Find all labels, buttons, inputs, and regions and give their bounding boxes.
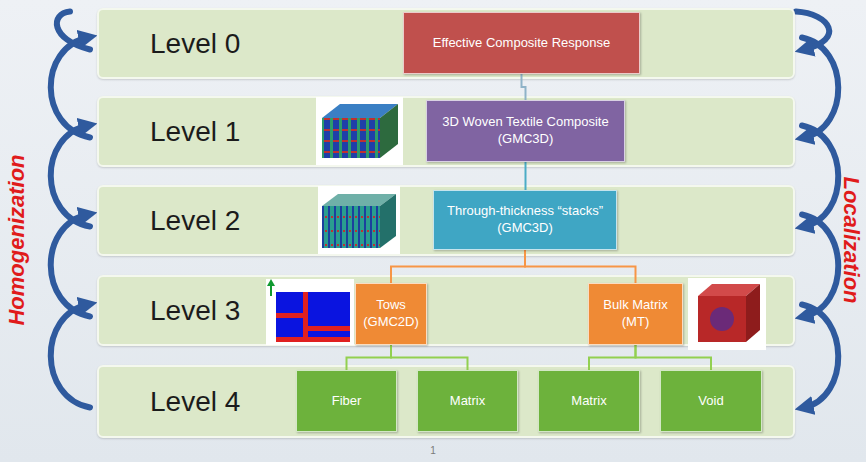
- homogenization-arrow: [51, 305, 90, 408]
- localization-arrow: [796, 12, 829, 50]
- localization-arrow: [802, 305, 838, 408]
- tree-connector: [391, 250, 525, 283]
- void-cell-picture: [688, 278, 766, 350]
- level-label: Level 2: [150, 205, 240, 237]
- box-text: Tows (GMC2D): [363, 297, 419, 331]
- tow-box: Tows (GMC2D): [355, 283, 427, 345]
- process-label: Localization: [838, 176, 864, 303]
- tree-connector: [589, 345, 636, 370]
- tree-connector: [636, 345, 712, 370]
- homogenization-arrow: [51, 38, 90, 138]
- stack-picture: [318, 186, 400, 254]
- tree-connector: [347, 345, 392, 370]
- localization-arrow: [802, 215, 838, 317]
- level-band: Level 1 3D Woven Textile Composite (GMC3D…: [97, 96, 795, 167]
- page-number: 1: [430, 445, 436, 456]
- box-text: Void: [698, 393, 723, 410]
- tree-connector: [522, 74, 526, 100]
- level-label: Level 3: [150, 295, 240, 327]
- constituent-box: Matrix: [417, 370, 518, 432]
- level-label: Level 1: [150, 116, 240, 148]
- tree-connector: [525, 162, 527, 190]
- constituent-box: Void: [660, 370, 762, 432]
- localization-arrow: [802, 126, 838, 227]
- tree-connector: [525, 250, 636, 283]
- tow-picture: [266, 279, 354, 345]
- tree-connector: [391, 345, 468, 370]
- stack-box: Through-thickness “stacks” (GMC3D): [433, 190, 617, 250]
- box-text: Through-thickness “stacks” (GMC3D): [442, 203, 608, 237]
- homogenization-arrow: [51, 126, 90, 227]
- level-band: Level 2 Through-thickness “stacks” (GMC3D…: [97, 185, 795, 256]
- process-label: Homogenization: [4, 154, 30, 325]
- matrix-box: Bulk Matrix (MT): [588, 283, 683, 345]
- box-text: Effective Composite Response: [433, 35, 611, 52]
- response-box: Effective Composite Response: [403, 12, 640, 74]
- box-text: Matrix: [571, 393, 606, 410]
- constituent-box: Matrix: [538, 370, 640, 432]
- box-text: Bulk Matrix (MT): [597, 297, 674, 331]
- box-text: Matrix: [450, 393, 485, 410]
- box-text: Fiber: [332, 393, 362, 410]
- constituent-box: Fiber: [296, 370, 397, 432]
- level-band: Level 3 Tows (GMC2D) Bulk Matrix (MT): [97, 275, 795, 346]
- homogenization-arrow: [51, 215, 90, 317]
- box-text: 3D Woven Textile Composite (GMC3D): [435, 114, 616, 148]
- homogenization-arrow: [57, 12, 90, 50]
- level-label: Level 0: [150, 28, 240, 60]
- level-band: Level 0 Effective Composite Response: [97, 8, 795, 79]
- level-band: Level 4 Fiber Matrix Matrix Void: [97, 365, 795, 438]
- localization-arrow: [802, 38, 838, 138]
- woven-textile-picture: [316, 97, 403, 165]
- level-label: Level 4: [150, 386, 240, 418]
- textile-box: 3D Woven Textile Composite (GMC3D): [426, 100, 625, 162]
